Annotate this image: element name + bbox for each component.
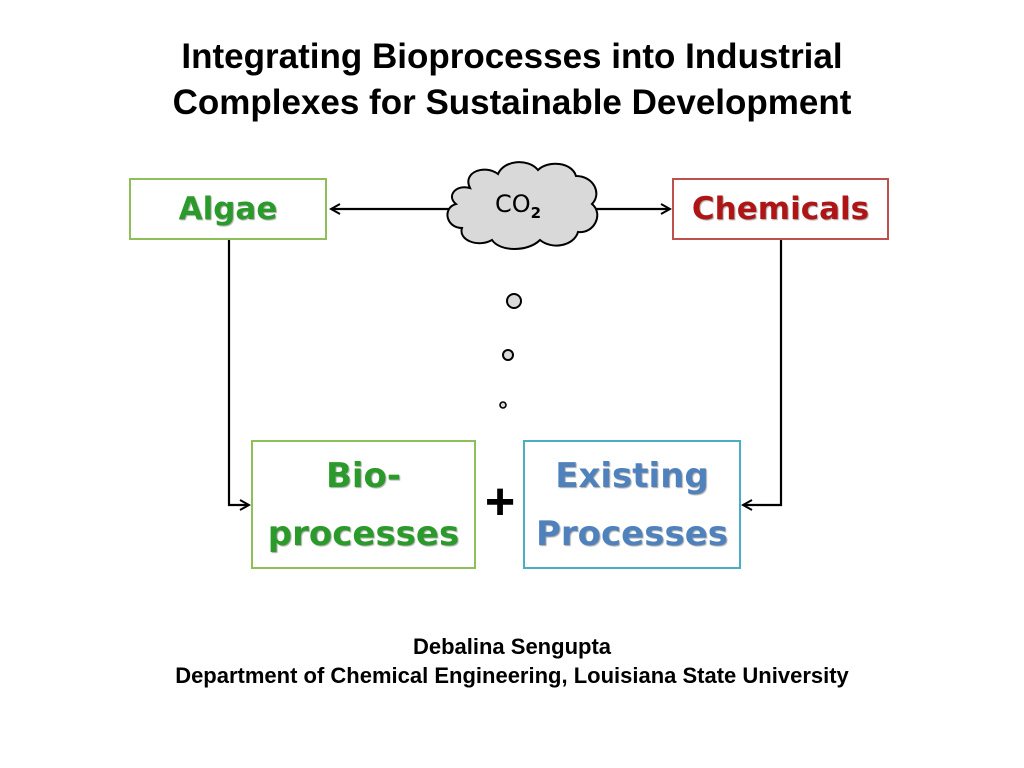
existing-label-line-2: Processes — [535, 513, 729, 554]
bioprocesses-label-line-2: processes — [267, 513, 460, 554]
existing-label-line-1: Existing — [555, 455, 709, 496]
title-line-1: Integrating Bioprocesses into Industrial — [181, 37, 843, 76]
slide-title: Integrating Bioprocesses into Industrial… — [0, 34, 1024, 126]
chemicals-box: Chemicals — [672, 178, 889, 240]
co2-label: CO2 — [478, 190, 558, 222]
bioprocesses-label-line-1: Bio- — [325, 455, 402, 496]
author-block: Debalina Sengupta Department of Chemical… — [0, 632, 1024, 690]
title-line-2: Complexes for Sustainable Development — [172, 83, 852, 122]
existing-processes-box: Existing Processes — [523, 440, 741, 569]
algae-box: Algae — [129, 178, 327, 240]
thought-bubble-large — [506, 293, 522, 309]
co2-subscript: 2 — [530, 203, 542, 222]
arrow-chemicals-to-existing — [743, 240, 783, 505]
algae-label: Algae — [178, 191, 278, 227]
arrow-algae-to-bioprocesses — [227, 240, 249, 505]
author-name: Debalina Sengupta — [412, 634, 612, 659]
plus-sign: + — [484, 473, 516, 531]
thought-bubble-medium — [502, 349, 514, 361]
co2-cloud — [446, 161, 599, 250]
bioprocesses-box: Bio- processes — [251, 440, 476, 569]
co2-base: CO — [494, 190, 531, 218]
author-affiliation: Department of Chemical Engineering, Loui… — [175, 663, 849, 688]
thought-bubble-small — [499, 401, 507, 409]
chemicals-label: Chemicals — [691, 191, 870, 227]
